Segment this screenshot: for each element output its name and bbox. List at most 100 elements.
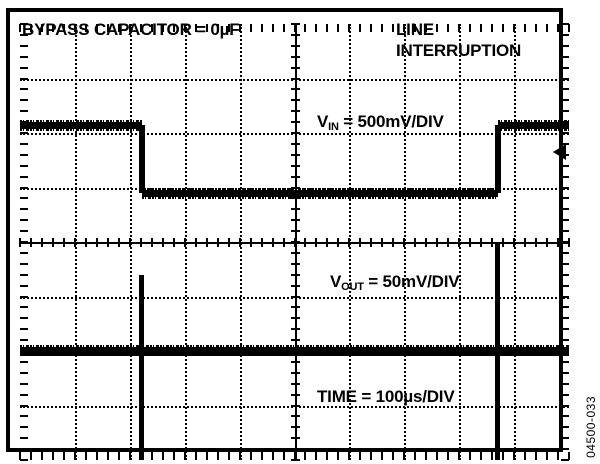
frame-tick-top [293, 24, 296, 32]
axis-tick-vertical [139, 238, 142, 247]
vout-subscript: OUT [341, 281, 364, 293]
frame-tick-bottom [337, 452, 340, 460]
frame-tick-bottom [293, 452, 296, 460]
frame-tick-left [20, 295, 28, 298]
axis-tick-horizontal [290, 121, 300, 124]
vin-trace-segment [141, 189, 498, 197]
frame-tick-bottom [172, 452, 175, 460]
frame-tick-bottom [315, 452, 318, 460]
frame-tick-top [150, 24, 153, 32]
frame-tick-right [561, 208, 569, 211]
frame-tick-right [561, 284, 569, 287]
axis-tick-vertical [568, 238, 570, 247]
frame-tick-top [546, 24, 549, 32]
frame-tick-top [19, 24, 21, 32]
frame-tick-right [561, 132, 569, 134]
vin-scale-label: VIN = 500mV/DIV [317, 111, 444, 133]
frame-tick-top [381, 24, 384, 32]
axis-tick-vertical [425, 238, 428, 247]
frame-tick-left [20, 448, 28, 451]
axis-tick-horizontal [290, 77, 300, 80]
axis-tick-vertical [403, 238, 406, 247]
frame-tick-top [62, 24, 65, 32]
axis-tick-horizontal [290, 382, 300, 385]
frame-tick-top [425, 24, 428, 32]
frame-tick-left [20, 306, 28, 309]
axis-tick-vertical [469, 238, 472, 247]
axis-tick-vertical [51, 238, 54, 247]
frame-tick-right [561, 186, 569, 189]
axis-tick-vertical [392, 238, 395, 247]
frame-tick-top [172, 24, 175, 32]
frame-tick-bottom [348, 452, 351, 460]
frame-tick-left [20, 251, 28, 254]
frame-tick-right [561, 393, 569, 396]
frame-tick-top [139, 24, 142, 32]
frame-tick-left [20, 328, 28, 331]
frame-tick-bottom [568, 452, 570, 460]
axis-tick-vertical [359, 238, 362, 247]
frame-tick-right [561, 251, 569, 254]
axis-tick-horizontal [290, 273, 300, 276]
axis-tick-vertical [128, 238, 131, 247]
axis-tick-vertical [172, 238, 175, 247]
line-interruption-line1: LINE [396, 20, 434, 39]
frame-tick-left [20, 437, 28, 440]
frame-tick-left [20, 55, 28, 58]
axis-tick-vertical [62, 238, 65, 247]
vin-symbol: V [317, 112, 329, 131]
frame-tick-top [458, 24, 461, 32]
axis-tick-vertical [161, 238, 164, 247]
frame-tick-left [20, 153, 28, 156]
frame-tick-top [106, 24, 109, 32]
frame-tick-left [20, 459, 28, 461]
plot-area [19, 23, 570, 461]
axis-tick-horizontal [290, 219, 300, 222]
frame-tick-bottom [414, 452, 417, 460]
axis-tick-vertical [315, 238, 318, 247]
axis-tick-vertical [337, 238, 340, 247]
axis-tick-horizontal [290, 284, 300, 287]
axis-tick-vertical [194, 238, 197, 247]
frame-tick-left [20, 164, 28, 167]
frame-tick-bottom [535, 452, 538, 460]
frame-tick-top [348, 24, 351, 32]
frame-tick-bottom [381, 452, 384, 460]
frame-tick-right [561, 306, 569, 309]
vin-value: 500mV/DIV [357, 112, 444, 131]
frame-tick-right [561, 110, 569, 113]
frame-tick-top [128, 24, 131, 32]
frame-tick-bottom [546, 452, 549, 460]
axis-tick-horizontal [290, 230, 300, 233]
axis-tick-horizontal [290, 208, 300, 211]
axis-tick-vertical [513, 238, 516, 247]
frame-tick-top [359, 24, 362, 32]
axis-tick-horizontal [290, 88, 300, 91]
frame-tick-top [502, 24, 505, 32]
frame-tick-left [20, 382, 28, 385]
frame-tick-left [20, 230, 28, 233]
vout-symbol: V [330, 272, 342, 291]
frame-tick-top [524, 24, 527, 32]
axis-tick-vertical [447, 238, 450, 247]
frame-tick-right [561, 219, 569, 222]
axis-tick-vertical [205, 238, 208, 247]
frame-tick-right [561, 142, 569, 145]
frame-tick-right [561, 99, 569, 102]
frame-tick-left [20, 132, 28, 134]
vout-transient-spike [138, 274, 144, 460]
frame-tick-left [20, 99, 28, 102]
axis-tick-vertical [502, 238, 505, 247]
frame-tick-left [20, 77, 28, 80]
frame-tick-top [161, 24, 164, 32]
axis-tick-horizontal [290, 153, 300, 156]
frame-tick-bottom [95, 452, 98, 460]
axis-tick-vertical [227, 238, 230, 247]
axis-tick-vertical [150, 238, 153, 247]
frame-tick-left [20, 360, 28, 363]
frame-tick-bottom [502, 452, 505, 460]
frame-tick-top [447, 24, 450, 32]
axis-tick-horizontal [290, 55, 300, 58]
frame-tick-right [561, 23, 569, 25]
frame-tick-left [20, 284, 28, 287]
